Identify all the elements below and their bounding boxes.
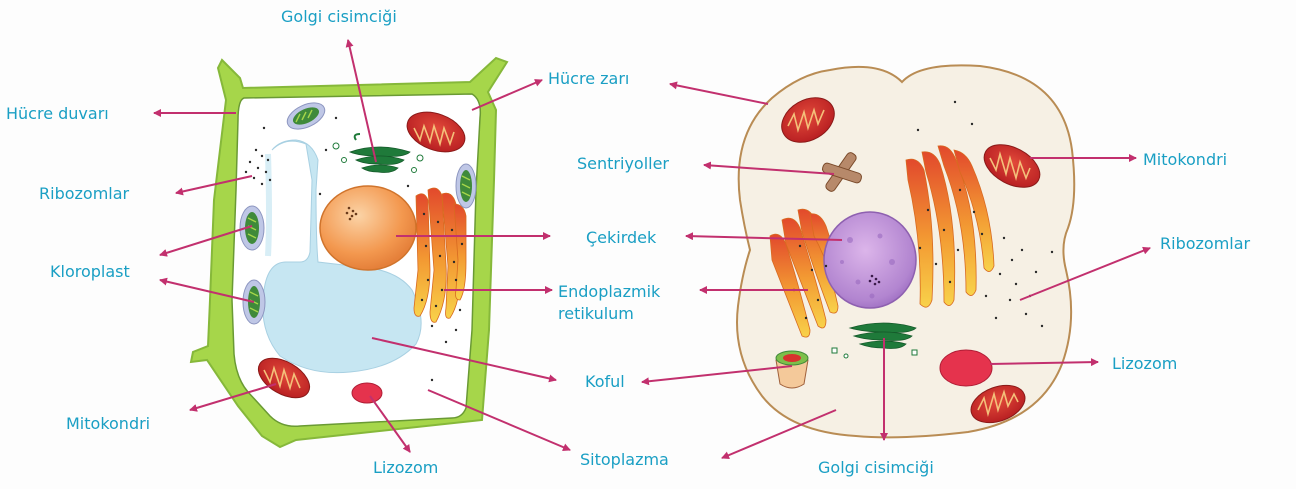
animal-nucleus [824,212,916,308]
pointer-cell-membrane-animal [670,84,768,104]
animal-vacuole [776,351,808,388]
label-vacuole: Koful [585,372,625,392]
label-cytoplasm: Sitoplazma [580,450,669,470]
plant-cell [191,58,507,447]
label-animal-golgi: Golgi cisimciği [818,458,934,478]
label-nucleus: Çekirdek [586,228,656,248]
label-centrioles: Sentriyoller [577,154,669,174]
label-plant-mitochondrion: Mitokondri [66,414,150,434]
animal-lysosome [940,350,992,386]
animal-cell [737,65,1074,437]
label-er-line1: Endoplazmik [558,282,660,302]
label-plant-lysosome: Lizozom [373,458,438,478]
plant-lysosome [352,383,382,403]
label-er-line2: retikulum [558,304,634,324]
label-plant-ribosomes: Ribozomlar [39,184,129,204]
plant-nucleus [320,186,416,270]
label-plant-cell-wall: Hücre duvarı [6,104,109,124]
label-plant-chloroplast: Kloroplast [50,262,130,282]
label-cell-membrane: Hücre zarı [548,69,629,89]
label-animal-lysosome: Lizozom [1112,354,1177,374]
label-plant-golgi: Golgi cisimciği [281,7,397,27]
pointer-cytoplasm-animal [722,410,836,458]
label-animal-ribosomes: Ribozomlar [1160,234,1250,254]
label-animal-mitochondrion: Mitokondri [1143,150,1227,170]
